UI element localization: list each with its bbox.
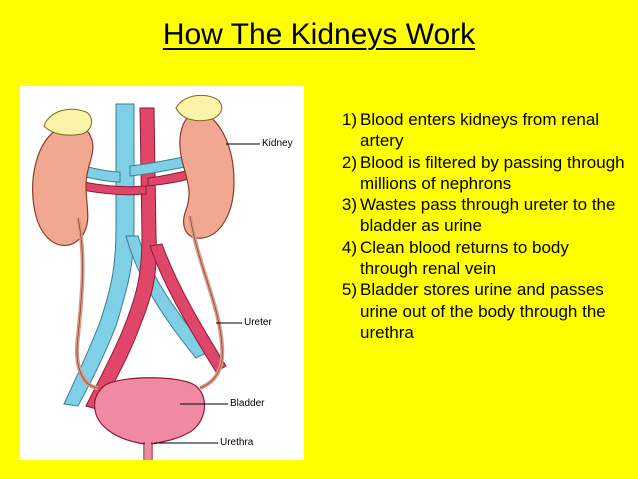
step-number: 4)	[341, 237, 357, 257]
step-text: Wastes pass through ureter to the bladde…	[360, 195, 616, 236]
kidney-left	[32, 123, 94, 247]
step-number: 2)	[341, 152, 357, 172]
step-item: 4) Clean blood returns to body through r…	[317, 237, 627, 280]
kidney-diagram: Kidney Ureter Bladder Urethra	[20, 86, 304, 460]
steps-list: 1) Blood enters kidneys from renal arter…	[317, 109, 627, 343]
step-item: 5) Bladder stores urine and passes urine…	[317, 279, 627, 343]
bladder-label: Bladder	[230, 398, 265, 409]
ureter-right-outline	[189, 215, 223, 389]
ureter-label: Ureter	[244, 317, 272, 328]
kidney-right	[179, 109, 235, 239]
kidney-label: Kidney	[262, 138, 293, 149]
urethra-label: Urethra	[220, 437, 254, 448]
adrenal-gland-left	[43, 108, 92, 136]
ureter-left-outline	[76, 217, 99, 389]
step-text: Clean blood returns to body through rena…	[360, 237, 569, 279]
step-text: Bladder stores urine and passes urine ou…	[360, 280, 606, 342]
renal-artery-left	[81, 181, 147, 196]
renal-vein-left	[81, 165, 121, 183]
step-text: Blood enters kidneys from renal artery	[360, 110, 600, 151]
urethra	[143, 442, 153, 460]
adrenal-gland-right	[175, 94, 223, 122]
step-number: 1)	[341, 110, 357, 129]
slide-title: How The Kidneys Work	[162, 18, 476, 51]
step-text: Blood is filtered by passing through mil…	[360, 152, 625, 193]
step-number: 3)	[341, 195, 357, 215]
step-item: 2) Blood is filtered by passing through …	[317, 152, 627, 195]
aorta-right-branch	[149, 243, 227, 373]
step-item: 3) Wastes pass through ureter to the bla…	[317, 194, 627, 237]
step-number: 5)	[341, 280, 357, 300]
step-item: 1) Blood enters kidneys from renal arter…	[317, 109, 627, 152]
bladder	[94, 377, 206, 445]
urinary-system-illustration	[32, 94, 260, 460]
urethra-fill	[145, 442, 151, 460]
